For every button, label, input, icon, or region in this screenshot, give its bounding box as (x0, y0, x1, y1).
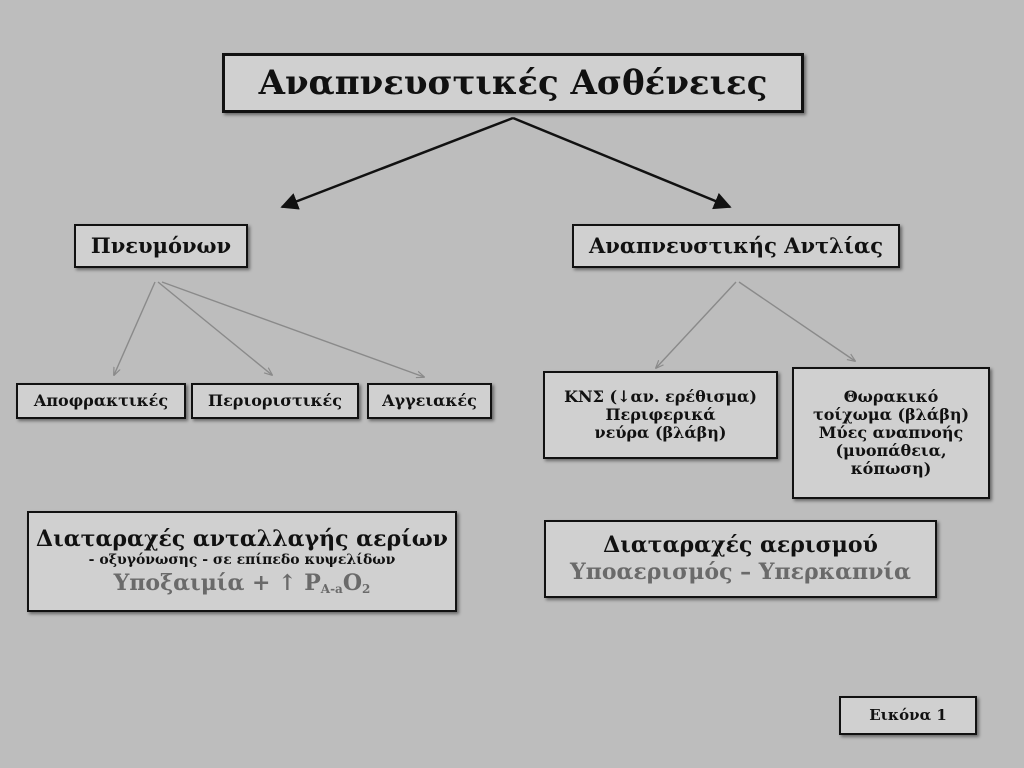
category-lungs: Πνευμόνων (74, 224, 248, 268)
figure-label-text: Εικόνα 1 (869, 706, 947, 725)
arrow-title-to-pump (512, 116, 732, 210)
result-ventilation: Διαταραχές αερισμού Υποαερισμός – Υπερκα… (544, 520, 937, 598)
leaf-chest-wall-muscles: Θωρακικό τοίχωμα (βλάβη) Μύες αναπνοής (… (792, 367, 990, 499)
leaf-vascular: Αγγειακές (367, 383, 492, 419)
category-lungs-label: Πνευμόνων (90, 233, 232, 259)
category-respiratory-pump: Αναπνευστικής Αντλίας (572, 224, 900, 268)
figure-label: Εικόνα 1 (839, 696, 977, 735)
oxygen-subscript: 2 (362, 581, 371, 596)
result-gas-exchange-grey: Υποξαιμία + ↑ PA-aO2 (114, 571, 371, 596)
leaf-chest-line-4: (μυοπάθεια, (835, 440, 947, 460)
result-ventilation-grey: Υποαερισμός – Υπερκαπνία (570, 559, 911, 585)
gradient-subscript: A-a (320, 581, 343, 596)
hypoxemia-text: Υποξαιμία + ↑ P (113, 569, 321, 596)
leaf-cns-line-1: ΚΝΣ (↓αν. ερέθισμα) (564, 387, 757, 407)
arrow-lungs-to-obstructive (114, 281, 156, 375)
result-ventilation-title: Διαταραχές αερισμού (603, 532, 878, 559)
arrow-title-to-lungs (280, 116, 514, 210)
arrow-pump-to-cns (656, 281, 737, 368)
leaf-obstructive-label: Αποφρακτικές (33, 391, 169, 411)
leaf-vascular-label: Αγγειακές (382, 391, 477, 411)
result-gas-exchange-subtitle: - οξυγόνωσης - σε επίπεδο κυψελίδων (88, 552, 396, 569)
leaf-chest-line-2: τοίχωμα (βλάβη) (812, 405, 970, 425)
result-gas-exchange: Διαταραχές ανταλλαγής αερίων - οξυγόνωση… (27, 511, 457, 612)
diagram-title-text: Αναπνευστικές Ασθένειες (258, 62, 768, 103)
leaf-obstructive: Αποφρακτικές (16, 383, 186, 419)
leaf-restrictive: Περιοριστικές (191, 383, 359, 419)
arrow-lungs-to-vascular (161, 281, 424, 377)
leaf-chest-line-5: κόπωση) (850, 458, 932, 478)
leaf-restrictive-label: Περιοριστικές (207, 391, 343, 411)
leaf-cns-line-3: νεύρα (βλάβη) (594, 422, 727, 442)
oxygen-symbol: O (342, 569, 363, 596)
category-pump-label: Αναπνευστικής Αντλίας (588, 233, 883, 259)
leaf-chest-line-3: Μύες αναπνοής (818, 423, 964, 443)
leaf-chest-line-1: Θωρακικό (843, 387, 939, 407)
result-gas-exchange-title: Διαταραχές ανταλλαγής αερίων (36, 525, 448, 552)
leaf-cns-line-2: Περιφερικά (605, 405, 716, 425)
arrow-pump-to-chestwall (738, 281, 855, 361)
leaf-cns-peripheral-nerves: ΚΝΣ (↓αν. ερέθισμα) Περιφερικά νεύρα (βλ… (543, 371, 778, 459)
diagram-title: Αναπνευστικές Ασθένειες (222, 53, 804, 113)
arrow-lungs-to-restrictive (157, 281, 272, 375)
